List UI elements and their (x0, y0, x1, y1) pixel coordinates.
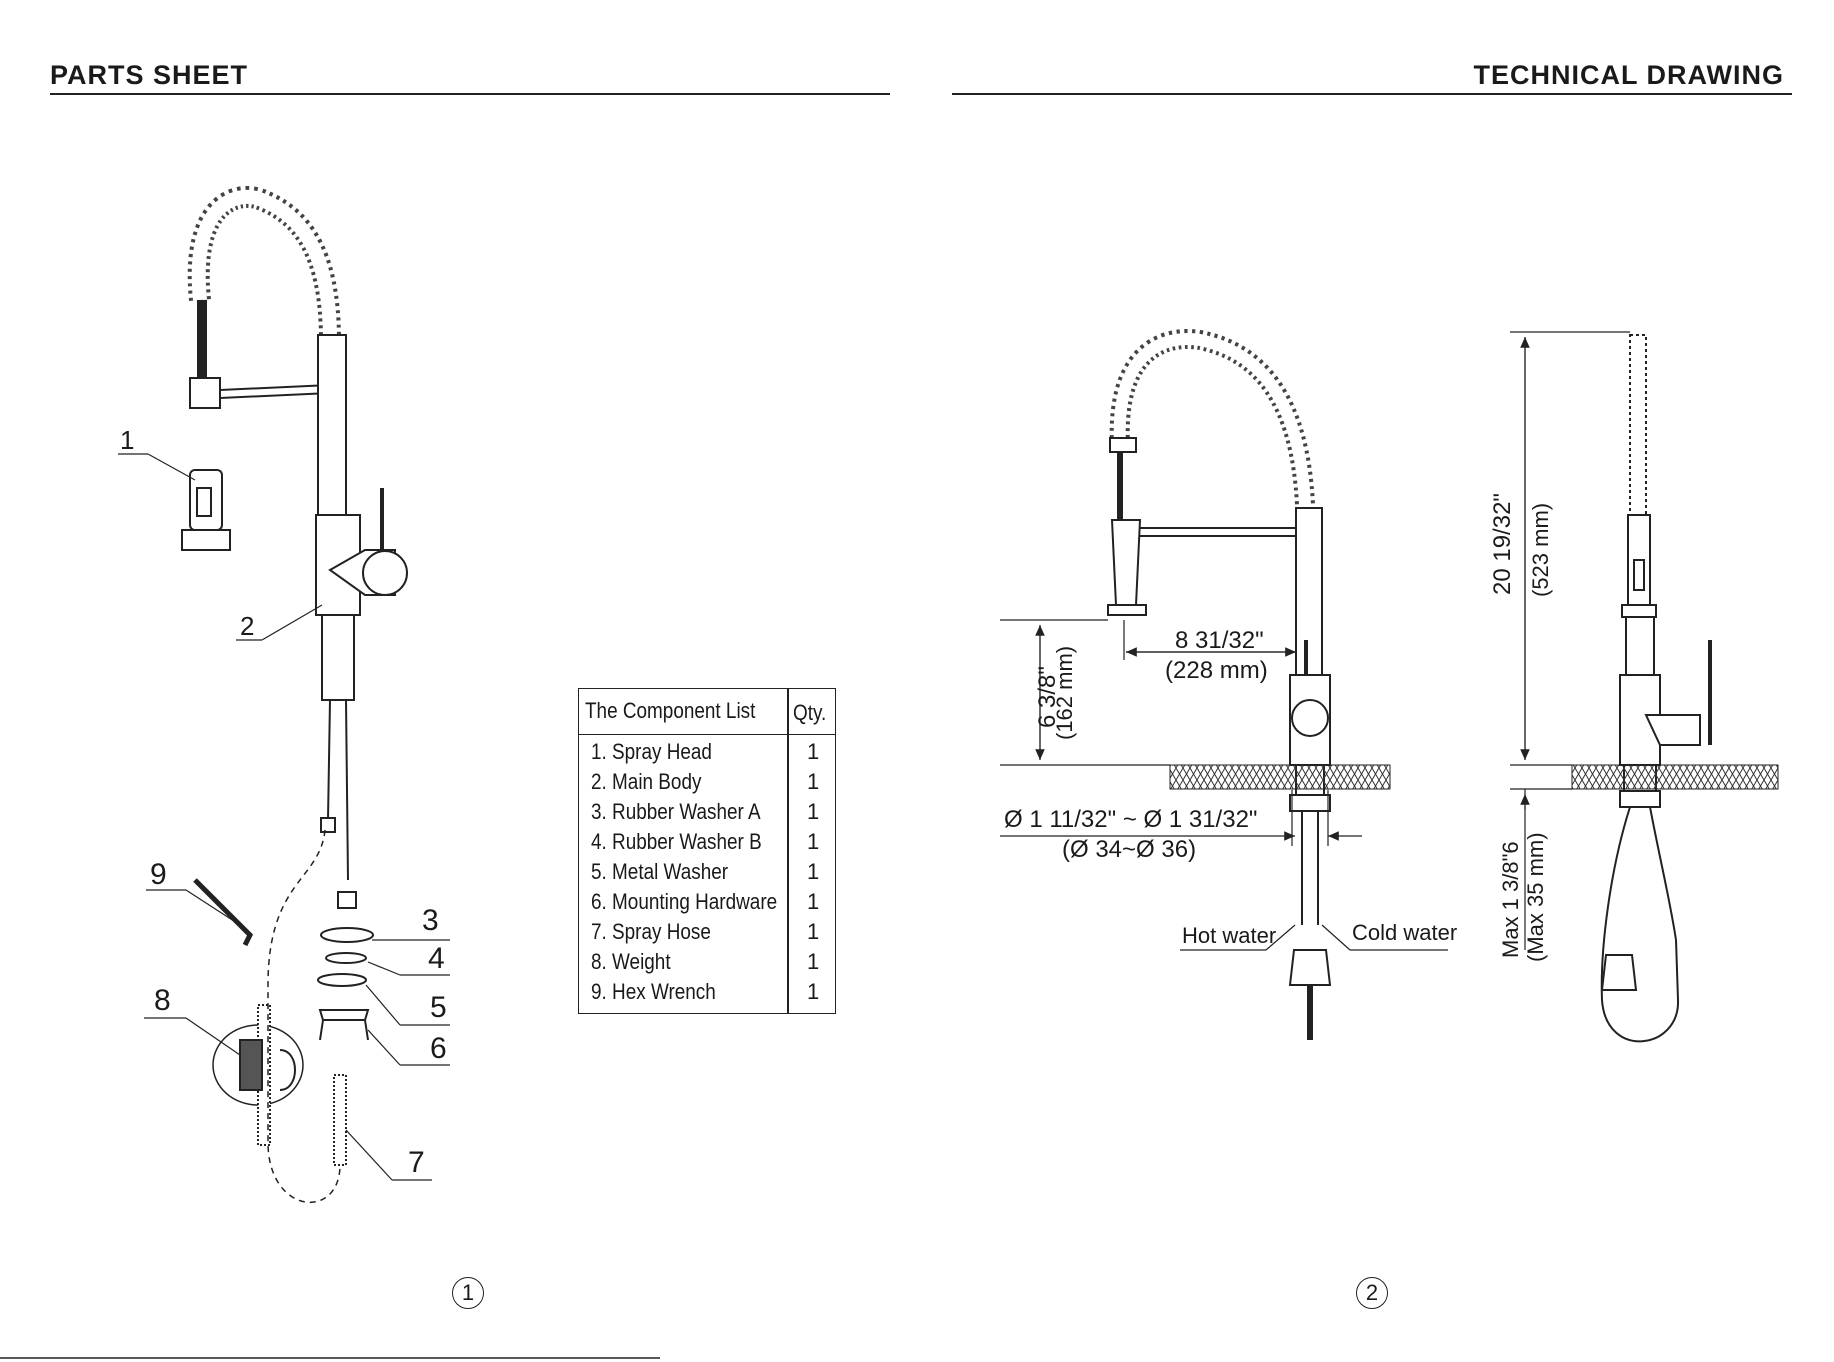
hole-diameter-mm: (Ø 34~Ø 36) (1062, 836, 1196, 863)
left-header-rule (50, 93, 890, 95)
callout-1: 1 (120, 425, 134, 455)
side-view-faucet (1600, 334, 1712, 1043)
table-row: 2. Main Body 1 (579, 767, 835, 797)
component-name: 8. Weight (591, 949, 671, 974)
callout-6: 6 (430, 1032, 447, 1065)
table-row: 1. Spray Head 1 (579, 737, 835, 767)
component-qty: 1 (807, 949, 820, 974)
front-dimension-lines (1000, 619, 1448, 951)
deck-thickness-in: Max 1 3/8"6 (1498, 841, 1523, 958)
component-qty: 1 (807, 859, 820, 884)
spout-height-in: 6 3/8" (1034, 666, 1061, 728)
component-qty: 1 (807, 829, 820, 854)
table-row: 6. Mounting Hardware 1 (579, 887, 835, 917)
component-name: 1. Spray Head (591, 739, 712, 764)
callout-9: 9 (150, 858, 167, 891)
table-row: 5. Metal Washer 1 (579, 857, 835, 887)
table-row: 7. Spray Hose 1 (579, 917, 835, 947)
callout-3: 3 (422, 904, 439, 937)
component-qty: 1 (807, 919, 820, 944)
table-row: 4. Rubber Washer B 1 (579, 827, 835, 857)
component-name: 2. Main Body (591, 769, 702, 794)
table-row: 3. Rubber Washer A 1 (579, 797, 835, 827)
countertop-front (1169, 764, 1391, 790)
spout-height-mm: (162 mm) (1052, 646, 1077, 740)
parts-sheet-title: PARTS SHEET (50, 60, 249, 90)
total-height-in: 20 19/32" (1489, 493, 1516, 595)
spray-head-icon (181, 469, 231, 551)
component-qty: 1 (807, 739, 820, 764)
component-name: 5. Metal Washer (591, 859, 729, 884)
callout-leaders (118, 453, 450, 1181)
component-list-table: The Component List Qty. 1. Spray Head 1 2… (578, 688, 836, 1014)
callout-4: 4 (428, 942, 445, 975)
component-table-title: The Component List (585, 698, 756, 723)
component-qty: 1 (807, 979, 820, 1004)
component-qty: 1 (807, 769, 820, 794)
reach-mm: (228 mm) (1165, 657, 1268, 684)
component-qty: 1 (807, 799, 820, 824)
callout-5: 5 (430, 991, 447, 1024)
component-name: 3. Rubber Washer A (591, 799, 761, 824)
component-table-divider (787, 689, 789, 1013)
spring-coil-icon (187, 186, 341, 341)
technical-drawing-title: TECHNICAL DRAWING (1473, 60, 1784, 90)
hex-wrench-icon (193, 878, 254, 947)
table-row: 9. Hex Wrench 1 (579, 977, 835, 1007)
page-number-left: 1 (452, 1277, 484, 1309)
component-name: 7. Spray Hose (591, 919, 711, 944)
exploded-faucet (181, 186, 408, 1204)
page-number-right: 2 (1356, 1277, 1388, 1309)
callout-7: 7 (408, 1146, 425, 1179)
total-height-mm: (523 mm) (1528, 503, 1553, 597)
component-table-header: The Component List Qty. (579, 689, 835, 735)
component-name: 4. Rubber Washer B (591, 829, 762, 854)
hot-water-label: Hot water (1182, 923, 1276, 948)
countertop-side (1571, 764, 1779, 790)
component-name: 9. Hex Wrench (591, 979, 716, 1004)
component-table-qty-header: Qty. (793, 700, 827, 725)
callout-8: 8 (154, 984, 171, 1017)
component-qty: 1 (807, 889, 820, 914)
cold-water-label: Cold water (1352, 920, 1457, 945)
reach-in: 8 31/32" (1175, 627, 1264, 654)
deck-thickness-mm: (Max 35 mm) (1523, 832, 1548, 962)
table-row: 8. Weight 1 (579, 947, 835, 977)
right-header-rule (952, 93, 1792, 95)
hole-diameter-in: Ø 1 11/32" ~ Ø 1 31/32" (1004, 806, 1257, 833)
callout-2: 2 (240, 611, 254, 641)
component-name: 6. Mounting Hardware (591, 889, 778, 914)
side-dimension-lines (1510, 331, 1630, 950)
front-view-faucet (1107, 328, 1332, 1040)
